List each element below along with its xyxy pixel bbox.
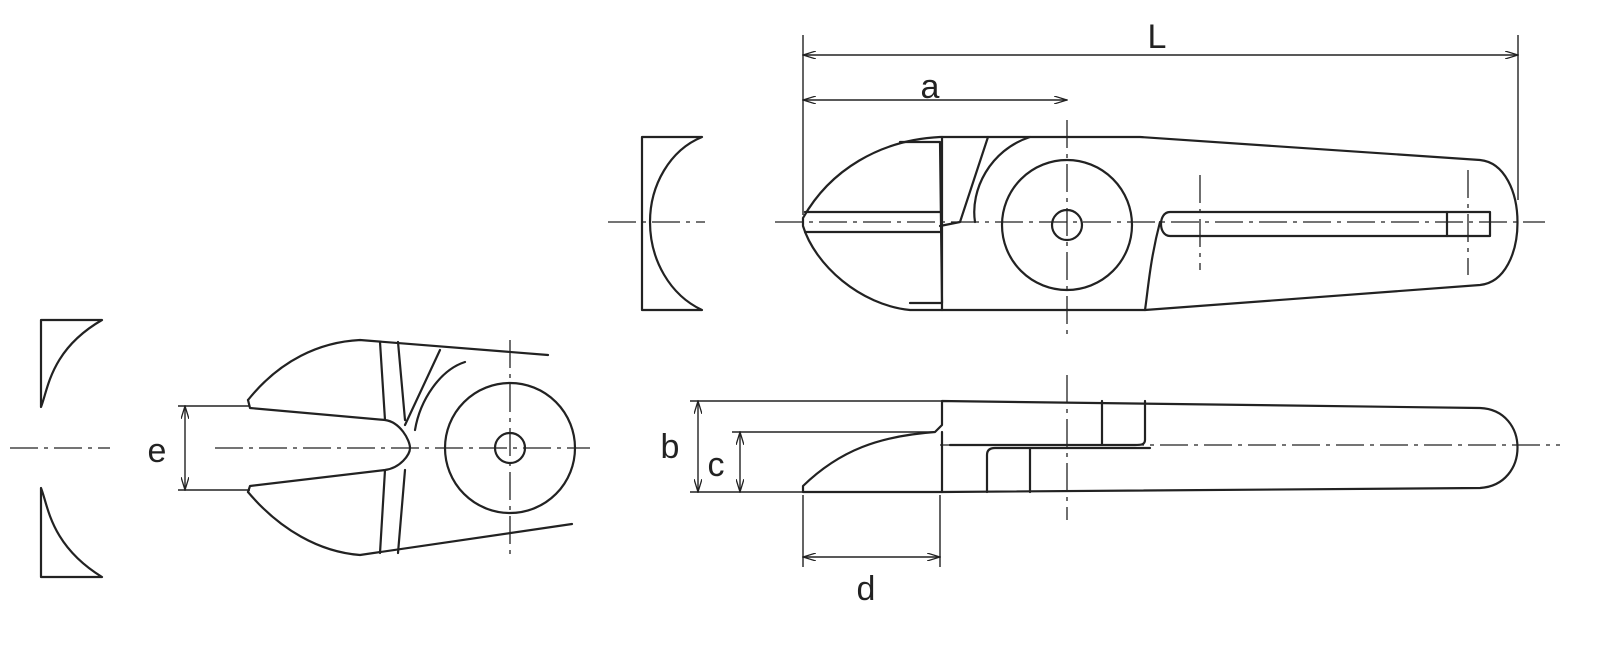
label-c: c — [708, 446, 725, 484]
section-profile-top — [608, 135, 705, 312]
dimension-d: d — [803, 495, 940, 608]
label-L: L — [1148, 18, 1167, 56]
side-outline — [801, 399, 1519, 494]
dimension-b: b — [661, 401, 942, 492]
side-view — [801, 375, 1560, 520]
label-b: b — [661, 428, 680, 466]
dimension-e: e — [148, 406, 250, 490]
top-view — [775, 120, 1545, 335]
dimension-L: L — [803, 18, 1518, 215]
pivot-hole — [493, 431, 527, 465]
blade-body-outline — [801, 135, 1519, 312]
label-d: d — [857, 570, 876, 608]
label-a: a — [921, 68, 940, 106]
pivot-hole — [1050, 208, 1084, 242]
dimension-a: a — [803, 68, 1067, 106]
open-view — [215, 338, 590, 560]
upper-jaw — [246, 338, 550, 402]
section-profile-left — [10, 318, 110, 579]
dimension-c: c — [708, 432, 935, 492]
lower-jaw — [246, 490, 574, 557]
label-e: e — [148, 432, 167, 470]
pivot-disc — [443, 381, 577, 515]
pivot-disc — [1000, 158, 1134, 292]
